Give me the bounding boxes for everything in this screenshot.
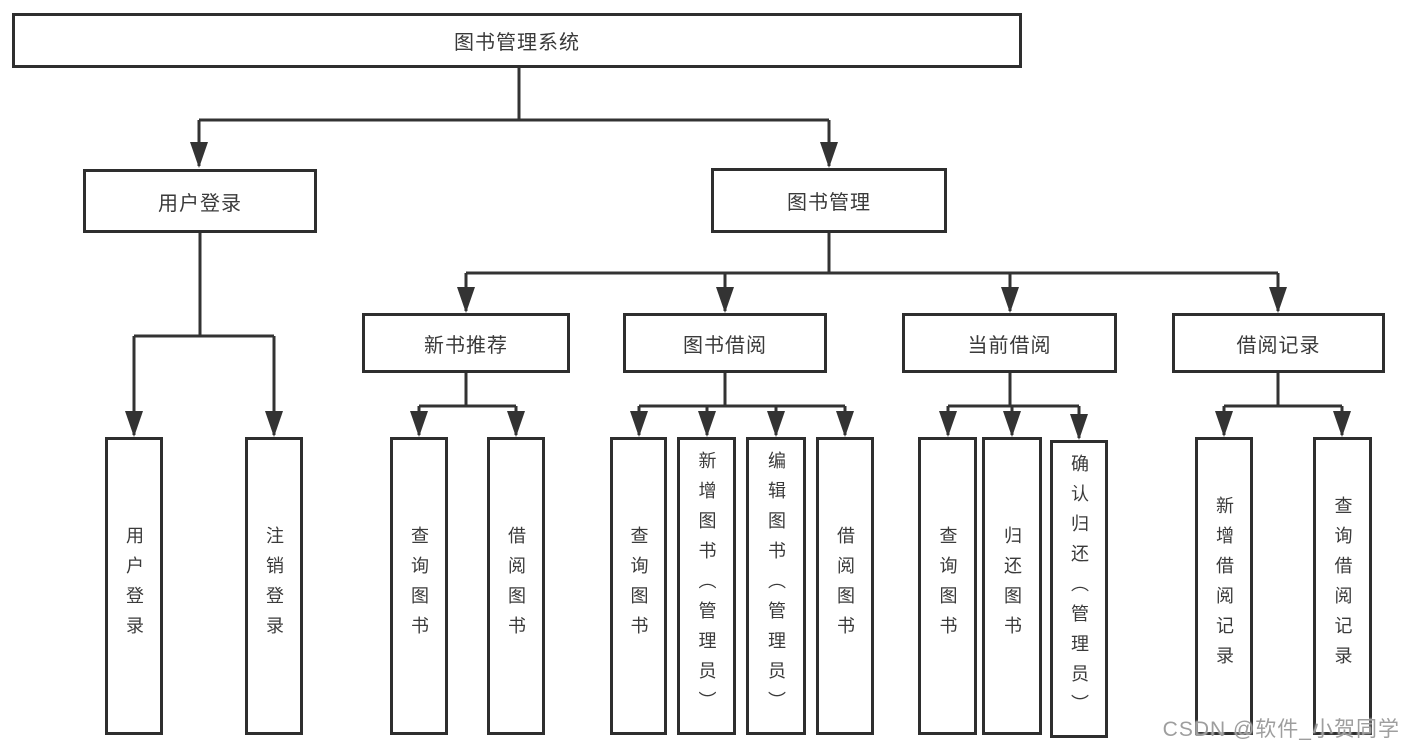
leaf-borrowing-query-books-label: 查询图书	[628, 526, 649, 646]
leaf-borrowing-query-books: 查询图书	[610, 437, 667, 735]
leaf-recommend-query-books: 查询图书	[390, 437, 448, 735]
leaf-edit-books-admin: 编辑图书（管理员）	[746, 437, 806, 735]
leaf-query-borrow-record: 查询借阅记录	[1313, 437, 1372, 735]
leaf-borrow-books: 借阅图书	[816, 437, 874, 735]
node-current-borrowing-label: 当前借阅	[967, 334, 1052, 357]
node-current-borrowing: 当前借阅	[902, 313, 1117, 373]
edge-book-borrowing-to-leaves	[637, 373, 847, 435]
leaf-return-books-label: 归还图书	[1002, 526, 1022, 646]
node-library-system-label: 图书管理系统	[454, 32, 580, 54]
edge-book-management-to-level3	[464, 233, 1280, 311]
node-library-system: 图书管理系统	[12, 13, 1022, 68]
node-book-borrowing-label: 图书借阅	[683, 334, 767, 357]
node-new-book-recommend-label: 新书推荐	[424, 334, 508, 357]
edge-root-to-level2	[197, 68, 831, 166]
leaf-current-query-books: 查询图书	[918, 437, 977, 735]
leaf-add-borrow-record-label: 新增借阅记录	[1214, 496, 1234, 676]
node-user-login-label: 用户登录	[158, 192, 242, 215]
leaf-logout: 注销登录	[245, 437, 303, 735]
edge-borrowing-records-to-leaves	[1222, 373, 1344, 435]
leaf-confirm-return-admin: 确认归还（管理员）	[1050, 440, 1108, 738]
node-book-borrowing: 图书借阅	[623, 313, 827, 373]
leaf-return-books: 归还图书	[982, 437, 1042, 735]
leaf-user-login: 用户登录	[105, 437, 163, 735]
edge-new-book-recommend-to-leaves	[417, 373, 518, 435]
leaf-current-query-books-label: 查询图书	[937, 526, 958, 646]
node-borrowing-records: 借阅记录	[1172, 313, 1385, 373]
edge-user-login-to-leaves	[132, 233, 276, 435]
leaf-add-books-admin-label: 新增图书（管理员）	[696, 451, 717, 721]
leaf-edit-books-admin-label: 编辑图书（管理员）	[766, 451, 786, 721]
arrowheads	[125, 142, 1351, 440]
leaf-logout-label: 注销登录	[264, 526, 284, 646]
leaf-borrow-books-label: 借阅图书	[835, 526, 855, 646]
leaf-recommend-borrow-books-label: 借阅图书	[506, 526, 526, 646]
leaf-user-login-label: 用户登录	[124, 526, 144, 646]
node-new-book-recommend: 新书推荐	[362, 313, 570, 373]
node-book-management: 图书管理	[711, 168, 947, 233]
leaf-add-books-admin: 新增图书（管理员）	[677, 437, 736, 735]
leaf-confirm-return-admin-label: 确认归还（管理员）	[1069, 454, 1089, 724]
leaf-query-borrow-record-label: 查询借阅记录	[1332, 496, 1353, 676]
leaf-add-borrow-record: 新增借阅记录	[1195, 437, 1253, 735]
node-book-management-label: 图书管理	[787, 192, 871, 214]
node-borrowing-records-label: 借阅记录	[1236, 334, 1321, 357]
leaf-recommend-borrow-books: 借阅图书	[487, 437, 545, 735]
leaf-recommend-query-books-label: 查询图书	[409, 526, 429, 646]
node-user-login: 用户登录	[83, 169, 317, 233]
